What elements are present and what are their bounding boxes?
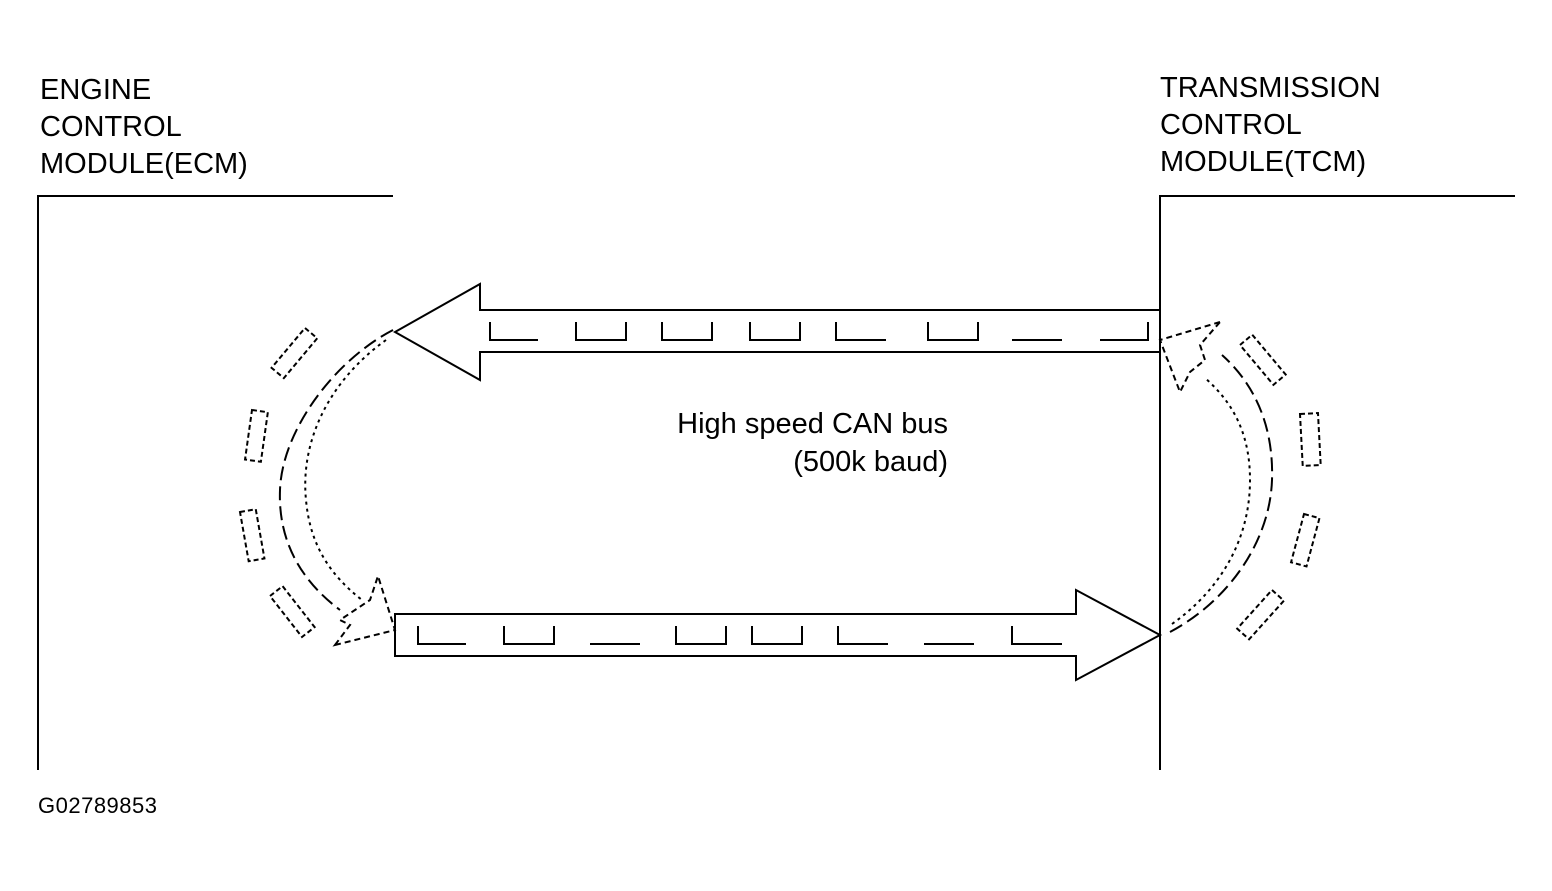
can-bus-label-line1: High speed CAN bus: [677, 408, 948, 440]
can-bus-label-line2: (500k baud): [793, 446, 948, 478]
tcm-module-label: TRANSMISSION CONTROL MODULE(TCM): [1160, 70, 1381, 181]
ecm-label-line3: MODULE(ECM): [40, 148, 248, 180]
ecm-loop-arrow: [238, 326, 397, 647]
ecm-label-line2: CONTROL: [40, 111, 182, 143]
tcm-module-outline: [1159, 195, 1515, 770]
ecm-label-line1: ENGINE: [40, 74, 152, 106]
upper-bus-arrow: [392, 282, 1161, 382]
can-bus-label: High speed CAN bus (500k baud): [677, 405, 948, 481]
ecm-module-label: ENGINE CONTROL MODULE(ECM): [40, 72, 248, 183]
tcm-label-line2: CONTROL: [1160, 109, 1302, 141]
lower-bus-arrow: [394, 588, 1163, 682]
tcm-label-line1: TRANSMISSION: [1160, 72, 1381, 104]
tcm-loop-arrow: [1158, 320, 1322, 641]
tcm-label-line3: MODULE(TCM): [1160, 146, 1367, 178]
upper-signal-pulses: [489, 322, 1149, 341]
lower-signal-pulses: [417, 626, 1062, 645]
figure-id: G02789853: [38, 793, 158, 818]
ecm-module-outline: [37, 195, 393, 770]
